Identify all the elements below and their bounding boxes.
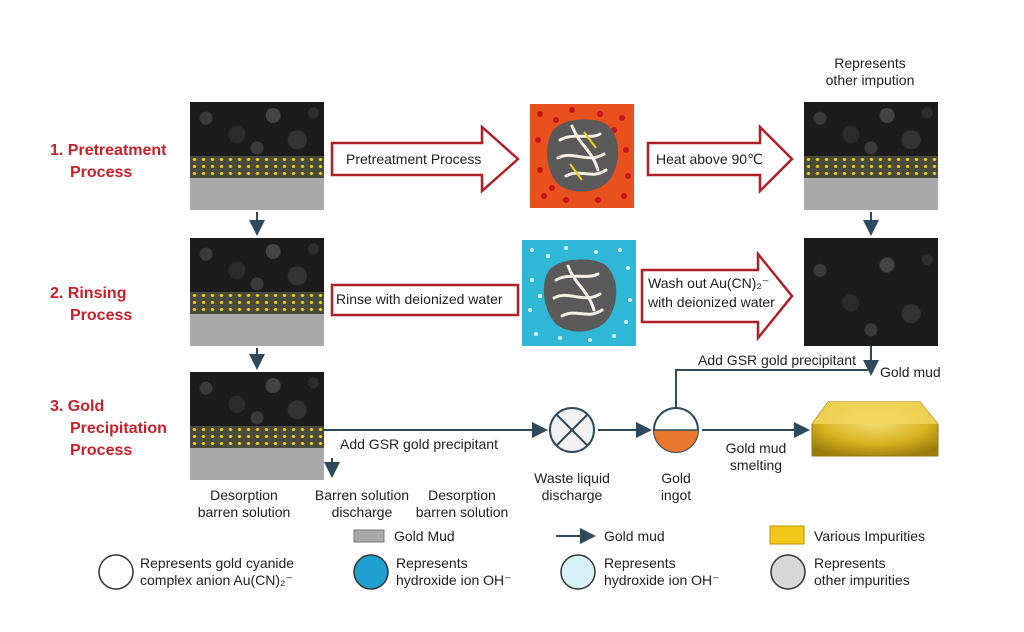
legend-hydroxide-blue-text: Represents hydroxide ion OH⁻ <box>396 555 512 589</box>
desorption-barren-label-2: Desorption barren solution <box>404 487 520 521</box>
rinse-label: Rinse with deionized water <box>336 291 503 307</box>
desorption-1b: barren solution <box>197 504 291 520</box>
add-gsr-label-bottom: Add GSR gold precipitant <box>340 436 498 452</box>
legend-hydroxide-blue-circle <box>353 554 389 590</box>
legend-hydroxide-light-circle <box>560 554 596 590</box>
waste-line1: Waste liquid <box>534 470 610 486</box>
stage-number: 2. <box>50 285 64 302</box>
add-gsr-label-top: Add GSR gold precipitant <box>698 352 856 368</box>
other-impution-line2: other impution <box>825 72 915 88</box>
rinse-arrow <box>330 283 520 317</box>
stage-title: Rinsing <box>67 285 127 302</box>
stage-label-rinsing: 2. Rinsing Process <box>50 283 132 327</box>
waste-liquid-label: Waste liquid discharge <box>522 470 622 504</box>
other-impution-line1: Represents <box>834 55 906 71</box>
gold-cyanide-line2: complex anion Au(CN)₂⁻ <box>140 572 293 588</box>
smelting-line2: smelting <box>729 457 783 473</box>
smelting-line1: Gold mud <box>725 440 787 456</box>
legend-other-impurities-circle <box>770 554 806 590</box>
gold-line2: ingot <box>660 487 692 503</box>
heated-particle-panel <box>530 104 634 208</box>
stage-title: Gold <box>67 398 105 415</box>
hydroxide-light-line1: Represents <box>604 555 676 571</box>
stage-label-pretreatment: 1. Pretreatment Process <box>50 140 167 184</box>
waste-valve-icon <box>549 407 595 453</box>
desorption-2a: Desorption <box>428 487 496 503</box>
gold-ingot-label: Gold ingot <box>646 470 706 504</box>
heat-arrow <box>646 123 794 195</box>
sample-column-rinsing <box>190 238 324 346</box>
stage-title-2: Precipitation <box>70 420 167 437</box>
stage-title: Pretreatment <box>67 142 167 159</box>
stage-label-gold-precipitation: 3. Gold Precipitation Process <box>50 396 167 462</box>
other-impution-label: Represents other impution <box>800 55 940 89</box>
stage-number: 1. <box>50 142 64 159</box>
gold-line1: Gold <box>661 470 691 486</box>
hydroxide-blue-line1: Represents <box>396 555 468 571</box>
gold-mud-label: Gold mud <box>880 364 941 380</box>
rinsed-particle-panel <box>522 240 636 346</box>
legend-gold-cyanide-circle <box>98 554 134 590</box>
desorption-2b: barren solution <box>415 504 509 520</box>
legend-gold-mud-text: Gold Mud <box>394 528 455 544</box>
legend-other-impurities-text: Represents other impurities <box>814 555 910 589</box>
barren-discharge-label: Barren solution discharge <box>306 487 418 521</box>
gold-bar-icon <box>811 401 939 457</box>
hydroxide-light-line2: hydroxide ion OH⁻ <box>604 572 720 588</box>
flow-line-gsr-to-ingot <box>675 369 868 410</box>
barren-discharge-a: Barren solution <box>314 487 410 503</box>
legend-gold-mud-arrow-text: Gold mud <box>604 528 665 544</box>
legend-gold-cyanide-text: Represents gold cyanide complex anion Au… <box>140 555 294 589</box>
gold-mud-smelting-label: Gold mud smelting <box>716 440 796 474</box>
desorption-barren-label-1: Desorption barren solution <box>184 487 304 521</box>
sample-column-after-heat <box>804 102 938 210</box>
wash-label-2: with deionized water <box>648 294 775 310</box>
stage-title-2: Process <box>70 164 133 181</box>
hydroxide-blue-line2: hydroxide ion OH⁻ <box>396 572 512 588</box>
gold-cyanide-line1: Represents gold cyanide <box>140 555 295 571</box>
stage-number: 3. <box>50 398 64 415</box>
other-impurities-line1: Represents <box>814 555 886 571</box>
wash-label-1: Wash out Au(CN)₂⁻ <box>648 275 770 291</box>
pretreatment-process-label: Pretreatment Process <box>346 151 482 167</box>
legend-impurities-swatch <box>769 525 805 545</box>
waste-line2: discharge <box>541 487 603 503</box>
gold-vessel-icon <box>653 407 699 453</box>
sample-column-pretreatment <box>190 102 324 210</box>
stage-title-2: Process <box>70 307 133 324</box>
sample-column-washed <box>804 238 938 346</box>
sample-column-gold-precipitation <box>190 372 324 480</box>
legend-impurities-text: Various Impurities <box>814 528 926 544</box>
wash-arrow <box>640 250 794 342</box>
legend-gold-mud-swatch <box>353 529 385 543</box>
barren-discharge-b: discharge <box>331 504 393 520</box>
legend-hydroxide-light-text: Represents hydroxide ion OH⁻ <box>604 555 720 589</box>
other-impurities-line2: other impurities <box>814 572 910 588</box>
desorption-1a: Desorption <box>210 487 278 503</box>
heat-label: Heat above 90℃ <box>656 151 763 167</box>
stage-title-3: Process <box>70 442 133 459</box>
pretreatment-process-arrow <box>330 124 520 194</box>
